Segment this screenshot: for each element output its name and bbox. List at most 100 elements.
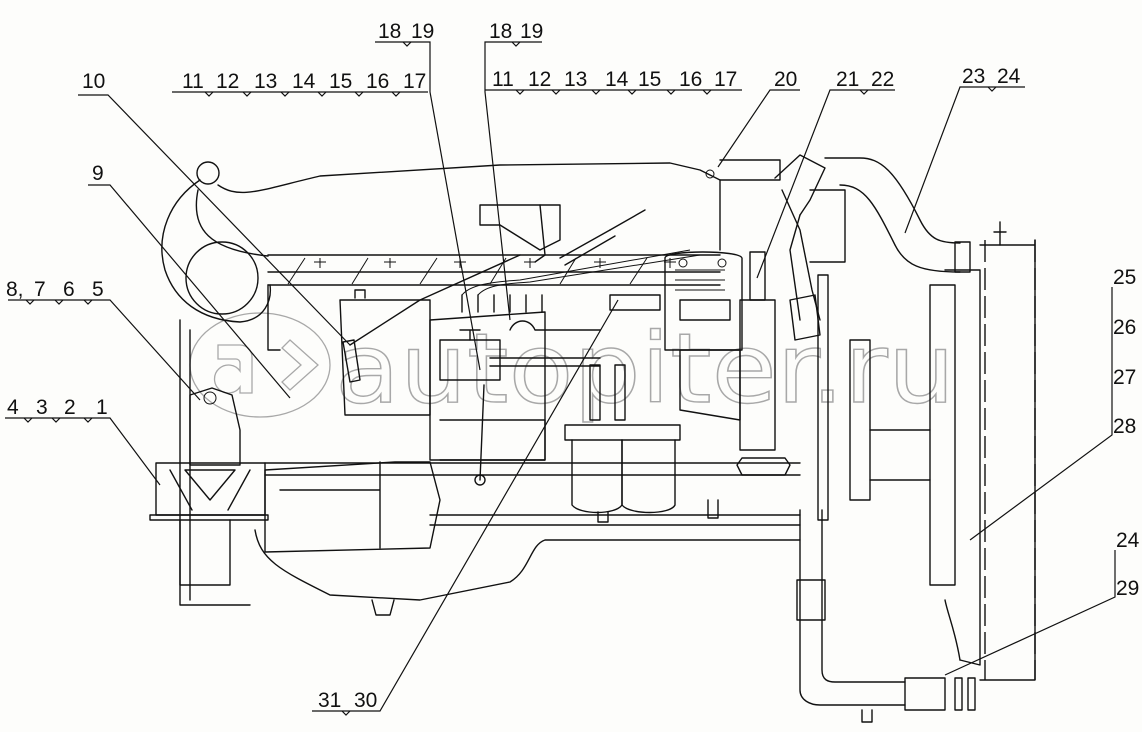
radiator-cap <box>993 221 1007 246</box>
pump-mount <box>439 419 546 461</box>
fuel-filter-1 <box>571 439 623 514</box>
callout-14-right: 14 <box>605 68 629 91</box>
block-rails <box>264 462 801 526</box>
drain-valve <box>861 709 873 723</box>
fan-blade <box>929 284 956 586</box>
callout-28: 28 <box>1113 415 1136 438</box>
callout-24-lower: 24 <box>1116 529 1140 552</box>
callout-29: 29 <box>1116 577 1139 600</box>
watermark-logo-ring <box>189 312 331 418</box>
block-rear <box>267 284 281 351</box>
fuel-filter-housing <box>339 299 431 416</box>
callout-19-right: 19 <box>520 20 543 43</box>
callout-19-left: 19 <box>411 20 434 43</box>
fuel-filter-head <box>564 424 681 441</box>
valve-cover-bolts <box>287 257 676 285</box>
pump-banjo <box>509 320 601 331</box>
leader-10 <box>78 94 351 346</box>
filter-drains <box>597 499 719 523</box>
radiator-hose <box>904 677 946 711</box>
fuel-line <box>489 357 601 367</box>
intake-sensor <box>705 169 715 179</box>
leader-20 <box>717 89 800 168</box>
throttle-bracket <box>479 204 561 251</box>
throttle-rod <box>349 254 521 346</box>
compressor-bolt-left <box>678 258 688 268</box>
callout-16-left: 16 <box>366 70 389 93</box>
compressor-bolt-right <box>717 258 727 268</box>
callout-5: 5 <box>92 278 104 301</box>
engine-mount-bracket <box>189 387 241 466</box>
callout-14-left: 14 <box>292 70 316 93</box>
intake-hose <box>789 214 801 321</box>
radiator-frame <box>979 239 1036 681</box>
callout-separators <box>23 41 997 716</box>
leader-4321 <box>5 417 161 486</box>
hose-clamps <box>954 677 976 711</box>
throttle-arm <box>534 204 546 263</box>
leader-9 <box>88 184 291 399</box>
watermark: autopiter.ru <box>189 312 956 426</box>
oil-pan <box>254 529 801 601</box>
leader-2528 <box>969 287 1113 541</box>
callout-15-right: 15 <box>638 68 661 91</box>
starter-solenoid <box>279 461 381 549</box>
callout-10: 10 <box>82 70 105 93</box>
coolant-hose-sleeve <box>796 579 826 621</box>
callout-13-left: 13 <box>254 70 277 93</box>
callout-15-left: 15 <box>329 70 352 93</box>
callout-12-left: 12 <box>216 70 239 93</box>
callout-26: 26 <box>1113 316 1136 339</box>
filter-cap <box>354 289 366 299</box>
thermostat-housing <box>736 457 791 476</box>
compressor-fins <box>675 269 725 291</box>
turbo-compressor-wheel <box>185 241 259 315</box>
dipstick <box>479 384 485 481</box>
callout-7: 7 <box>34 278 46 301</box>
watermark-logo-chevron <box>281 339 319 391</box>
bracket-bolt <box>203 391 217 405</box>
charge-air-clamp <box>954 241 971 273</box>
leader-1819a <box>375 41 481 371</box>
callout-6: 6 <box>63 278 75 301</box>
breather-pipe <box>749 251 766 301</box>
turbo-housing <box>161 179 272 323</box>
callout-17-left: 17 <box>403 70 426 93</box>
callout-30: 30 <box>354 689 377 712</box>
dipstick-handle <box>474 474 486 486</box>
fuel-filter-2 <box>621 439 676 514</box>
callout-8: 8, <box>6 278 24 301</box>
callout-31: 31 <box>318 689 341 712</box>
fuel-cooler <box>609 294 661 311</box>
crank-pulley <box>849 339 871 501</box>
mount-lower-bracket <box>179 519 231 586</box>
leader-lines <box>5 41 1116 712</box>
valve-cover-top <box>217 162 721 251</box>
air-compressor <box>664 251 743 351</box>
leader-2122 <box>756 89 895 279</box>
separators-1117a <box>204 91 401 97</box>
injector-lines <box>461 249 701 313</box>
callout-20: 20 <box>774 68 797 91</box>
intake-box <box>809 189 846 263</box>
callout-1: 1 <box>96 396 108 419</box>
engine-mount-ribs <box>169 469 251 511</box>
throttle-lever <box>342 339 361 383</box>
leader-2324 <box>904 86 1025 234</box>
charge-air-pipe-bottom <box>839 184 961 273</box>
lower-coolant-pipe-outer <box>799 509 906 706</box>
callout-4: 4 <box>7 396 19 419</box>
intake-coupling <box>719 159 781 181</box>
engine-body <box>149 154 1036 723</box>
callout-24: 24 <box>997 65 1021 88</box>
callout-17-right: 17 <box>714 68 737 91</box>
watermark-text: autopiter.ru <box>335 313 955 425</box>
fan-shroud <box>944 269 981 666</box>
callout-labels: 10 9 8, 7 6 5 4 3 2 1 11 12 13 14 15 16 … <box>6 20 1140 712</box>
callout-9: 9 <box>92 162 104 185</box>
leader-1819b <box>484 41 542 321</box>
charge-air-pipe-top <box>824 157 961 244</box>
leader-3130 <box>312 299 619 712</box>
